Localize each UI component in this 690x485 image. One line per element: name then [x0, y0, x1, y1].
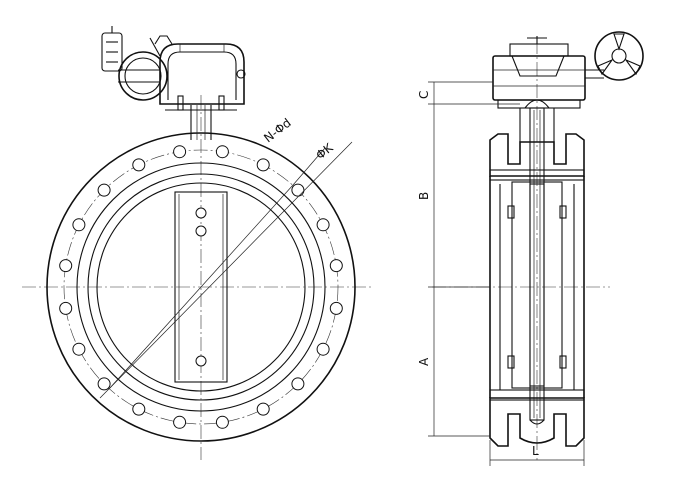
- bolt-circle-label: ΦK: [313, 140, 336, 162]
- side-handwheel: [594, 31, 644, 81]
- flange-outer-circle: [46, 132, 356, 442]
- bolt-hole: [291, 377, 305, 391]
- bolt-hole: [97, 377, 111, 391]
- front-view: N-Φd ΦK: [22, 26, 372, 460]
- stem-top: [524, 99, 550, 109]
- bolt-hole: [215, 145, 229, 159]
- stem-pin-lower: [195, 355, 207, 367]
- bolt-hole: [316, 342, 330, 356]
- bottom-flange-seat: [489, 389, 585, 401]
- stem-pin-upper: [195, 207, 207, 219]
- disc-band: [174, 191, 228, 383]
- mount-bolt-left: [177, 95, 184, 111]
- disc-hatched: [511, 181, 563, 389]
- bolt-hole: [316, 218, 330, 232]
- bolt-leader-ext: [292, 147, 326, 186]
- seal-right-upper: [559, 205, 567, 219]
- body-ring-inner: [96, 182, 306, 392]
- indicator-lever: [149, 37, 161, 57]
- bolt-circle-leader: [99, 141, 353, 399]
- stem-pin-middle: [195, 225, 207, 237]
- dim-a-label: A: [417, 357, 431, 366]
- gearbox-boss: [236, 69, 246, 79]
- seal-left-upper: [507, 205, 515, 219]
- bolt-holes-label: N-Φd: [261, 116, 294, 146]
- side-gearbox-top: [509, 43, 569, 57]
- bolt-holes: [59, 145, 343, 429]
- handwheel-hub-inner: [124, 57, 162, 95]
- bolt-hole: [256, 402, 270, 416]
- mount-bolt-right: [218, 95, 225, 111]
- bolt-hole: [59, 301, 73, 315]
- bolt-hole: [291, 183, 305, 197]
- side-handwheel-spoke: [613, 33, 625, 51]
- bolt-hole: [215, 415, 229, 429]
- bottom-flange: [489, 397, 585, 447]
- bolt-leader: [108, 184, 294, 390]
- bolt-hole: [97, 183, 111, 197]
- side-view: C B A L: [417, 31, 644, 466]
- side-gearbox-inner: [511, 55, 565, 77]
- bolt-hole: [329, 301, 343, 315]
- position-indicator: [154, 35, 173, 45]
- bolt-hole: [173, 145, 187, 159]
- seal-left-lower: [507, 355, 515, 369]
- handwheel-hub: [118, 51, 168, 101]
- dim-c-label: C: [417, 91, 431, 99]
- seal-right-lower: [559, 355, 567, 369]
- bolt-hole: [132, 402, 146, 416]
- bolt-circle: [63, 149, 339, 425]
- bolt-hole: [132, 158, 146, 172]
- body-ring-outer: [76, 162, 326, 412]
- bolt-hole: [256, 158, 270, 172]
- disc-slot: [529, 183, 545, 387]
- bolt-hole: [329, 259, 343, 273]
- dim-b-label: B: [417, 192, 431, 200]
- gearbox-housing: [159, 43, 245, 105]
- bolt-hole: [173, 415, 187, 429]
- side-handwheel-hub: [611, 48, 627, 64]
- top-flange: [489, 133, 585, 177]
- bolt-hole: [59, 259, 73, 273]
- bolt-hole: [72, 218, 86, 232]
- top-flange-seat: [489, 169, 585, 181]
- side-handwheel-spoke: [624, 58, 641, 76]
- side-gearbox: [492, 55, 586, 101]
- stem-bottom: [529, 419, 545, 425]
- bolt-hole: [72, 342, 86, 356]
- gearbox-inner: [167, 51, 237, 100]
- body-ring-middle: [87, 173, 315, 401]
- dim-l-label: L: [532, 444, 539, 458]
